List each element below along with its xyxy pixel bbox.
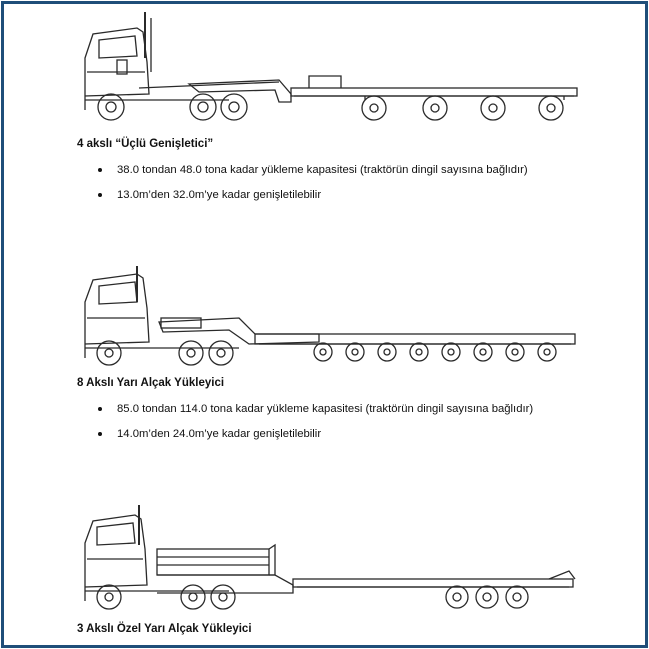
bullet-text: 14.0m’den 24.0m’ye kadar genişletilebili… [117, 428, 322, 440]
list-item: 38.0 tondan 48.0 tona kadar yükleme kapa… [77, 161, 547, 179]
section-title: 8 Akslı Yarı Alçak Yükleyici [77, 377, 225, 389]
list-item: 14.0m’den 24.0m’ye kadar genişletilebili… [77, 425, 547, 443]
bullet-icon [98, 432, 102, 436]
section-title: 3 Akslı Özel Yarı Alçak Yükleyici [77, 623, 252, 635]
bullet-list: 85.0 tondan 114.0 tona kadar yükleme kap… [77, 400, 547, 450]
section-title: 4 akslı “Üçlü Genişletici” [77, 138, 214, 150]
truck-3-axle-trailer-illustration [79, 501, 579, 616]
list-item: 13.0m’den 32.0m’ye kadar genişletilebili… [77, 186, 547, 204]
truck-4-axle-trailer-illustration [79, 10, 579, 125]
bullet-list: 38.0 tondan 48.0 tona kadar yükleme kapa… [77, 161, 547, 211]
truck-8-axle-trailer-illustration [79, 262, 579, 372]
bullet-text: 13.0m’den 32.0m’ye kadar genişletilebili… [117, 189, 322, 201]
bullet-icon [98, 193, 102, 197]
bullet-text: 38.0 tondan 48.0 tona kadar yükleme kapa… [117, 164, 528, 176]
bullet-icon [98, 168, 102, 172]
list-item: 85.0 tondan 114.0 tona kadar yükleme kap… [77, 400, 547, 418]
bullet-text: 85.0 tondan 114.0 tona kadar yükleme kap… [117, 403, 534, 415]
bullet-icon [98, 407, 102, 411]
